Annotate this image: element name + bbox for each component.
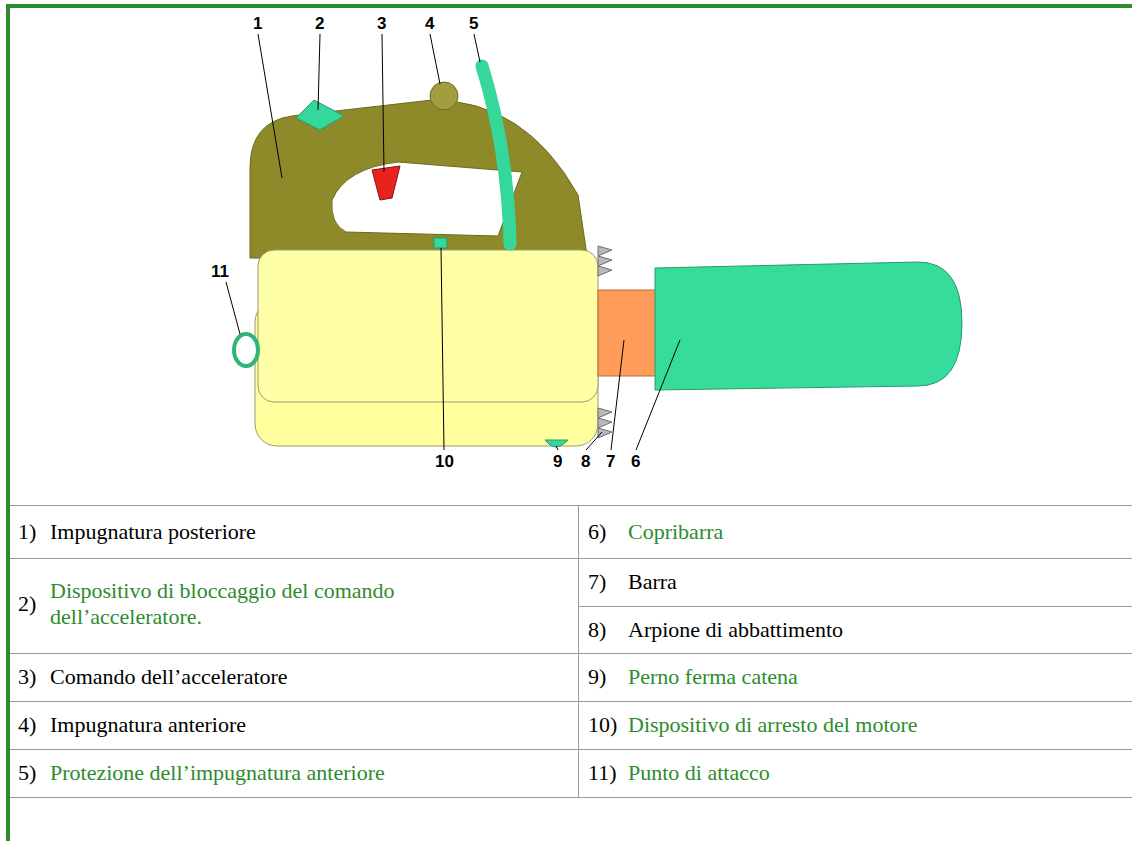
table-cell-text: Arpione di abbattimento bbox=[628, 617, 1123, 643]
leader-line bbox=[226, 34, 680, 450]
guide-bar bbox=[598, 290, 656, 376]
table-cell-text: Dispositivo di bloccaggio del comando de… bbox=[50, 578, 480, 630]
table-cell-text: Protezione dell’impugnatura anteriore bbox=[50, 760, 480, 786]
bar-cover bbox=[655, 262, 962, 390]
hand-guard bbox=[482, 66, 510, 244]
table-cell-text: Barra bbox=[628, 569, 1123, 595]
callout-number: 10 bbox=[435, 452, 454, 472]
table-cell-text: 10) bbox=[588, 712, 617, 738]
handle-opening bbox=[332, 162, 522, 236]
frame-left bbox=[6, 4, 10, 841]
table-cell-text: Impugnatura posteriore bbox=[50, 519, 480, 545]
callout-number: 6 bbox=[631, 452, 640, 472]
table-cell-text: Copribarra bbox=[628, 519, 1123, 545]
table-cell-text: 7) bbox=[588, 569, 606, 595]
rear-handle bbox=[250, 100, 588, 262]
callout-number: 5 bbox=[469, 14, 478, 34]
attachment-ring bbox=[234, 334, 258, 366]
table-grid bbox=[10, 505, 1132, 798]
callout-number: 7 bbox=[606, 452, 615, 472]
throttle-trigger bbox=[372, 166, 400, 200]
table-cell-text: Impugnatura anteriore bbox=[50, 712, 480, 738]
table-cell-text: 11) bbox=[588, 760, 617, 786]
callout-number: 11 bbox=[211, 262, 229, 282]
table-cell-text: 3) bbox=[18, 664, 36, 690]
table-cell-text: 5) bbox=[18, 760, 36, 786]
front-handle bbox=[430, 82, 458, 110]
frame-top bbox=[6, 4, 1132, 8]
engine-housing bbox=[258, 250, 598, 402]
table-cell-text: 2) bbox=[18, 591, 36, 617]
table-cell-text: 9) bbox=[588, 664, 606, 690]
throttle-lockout bbox=[296, 100, 344, 130]
callout-number: 8 bbox=[581, 452, 590, 472]
table-cell-text: 6) bbox=[588, 519, 606, 545]
table-cell-text: Comando dell’acceleratore bbox=[50, 664, 480, 690]
table-cell-text: 4) bbox=[18, 712, 36, 738]
callout-number: 4 bbox=[425, 14, 434, 34]
callout-number: 2 bbox=[315, 14, 324, 34]
table-cell-text: Perno ferma catena bbox=[628, 664, 1123, 690]
table-cell-text: Punto di attacco bbox=[628, 760, 1123, 786]
table-cell-text: Dispositivo di arresto del motore bbox=[628, 712, 1123, 738]
table-cell-text: 8) bbox=[588, 617, 606, 643]
callout-number: 3 bbox=[377, 14, 386, 34]
callout-number: 9 bbox=[553, 452, 562, 472]
callout-number: 1 bbox=[253, 14, 262, 34]
table-cell-text: 1) bbox=[18, 519, 36, 545]
stop-switch bbox=[434, 238, 447, 248]
